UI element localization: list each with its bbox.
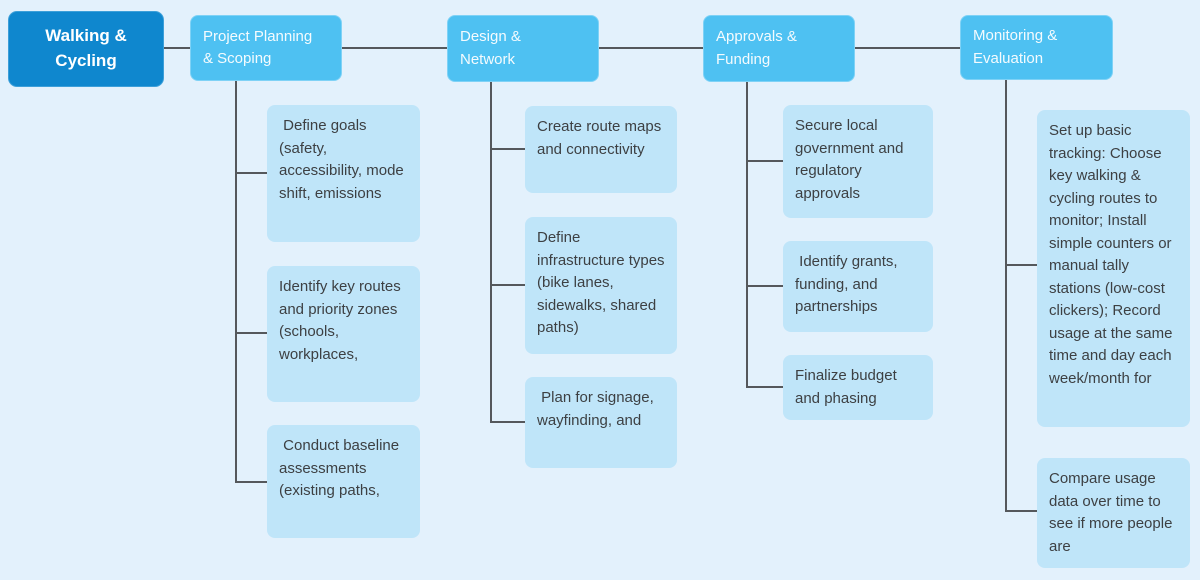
- phase-node-label: Approvals & Funding: [716, 28, 797, 68]
- phase-node-design-network: Design & Network: [447, 15, 599, 82]
- root-node-label: Walking & Cycling: [45, 26, 127, 70]
- child-node-text: Identify grants, funding, and partnershi…: [795, 253, 902, 315]
- connector-phase3-phase4: [855, 47, 960, 49]
- branch-stub: [235, 481, 267, 483]
- child-node-text: Plan for signage, wayfinding, and: [537, 389, 658, 429]
- child-node-text: Define infrastructure types (bike lanes,…: [537, 229, 669, 336]
- child-node-text: Define goals (safety, accessibility, mod…: [279, 117, 408, 202]
- child-node-basic-tracking: Set up basic tracking: Choose key walkin…: [1037, 110, 1190, 427]
- phase-node-project-planning: Project Planning & Scoping: [190, 15, 342, 81]
- child-node-define-goals: Define goals (safety, accessibility, mod…: [267, 105, 420, 242]
- branch-stub: [490, 284, 525, 286]
- phase-node-label: Monitoring & Evaluation: [973, 27, 1058, 67]
- branch-stub: [746, 285, 783, 287]
- phase-node-monitoring-evaluation: Monitoring & Evaluation: [960, 15, 1113, 80]
- connector-root-phase1: [164, 47, 191, 49]
- branch-stub: [235, 332, 267, 334]
- child-node-baseline-assessments: Conduct baseline assessments (existing p…: [267, 425, 420, 538]
- child-node-government-approvals: Secure local government and regulatory a…: [783, 105, 933, 218]
- branch-stub: [746, 386, 783, 388]
- connector-phase1-phase2: [342, 47, 447, 49]
- phase-node-label: Project Planning & Scoping: [203, 27, 313, 68]
- child-node-infrastructure-types: Define infrastructure types (bike lanes,…: [525, 217, 677, 354]
- child-node-text: Identify key routes and priority zones (…: [279, 278, 405, 363]
- phase-node-label: Design & Network: [460, 28, 521, 68]
- root-node: Walking & Cycling: [8, 11, 164, 87]
- child-node-identify-routes: Identify key routes and priority zones (…: [267, 266, 420, 402]
- child-node-text: Conduct baseline assessments (existing p…: [279, 437, 404, 499]
- child-node-text: Finalize budget and phasing: [795, 367, 901, 407]
- child-node-text: Create route maps and connectivity: [537, 118, 666, 158]
- branch-trunk-phase4: [1005, 80, 1007, 512]
- child-node-budget-phasing: Finalize budget and phasing: [783, 355, 933, 420]
- branch-stub: [1005, 510, 1037, 512]
- child-node-text: Compare usage data over time to see if m…: [1049, 470, 1177, 555]
- child-node-compare-usage: Compare usage data over time to see if m…: [1037, 458, 1190, 568]
- child-node-grants-funding: Identify grants, funding, and partnershi…: [783, 241, 933, 332]
- branch-stub: [490, 421, 525, 423]
- child-node-signage-wayfinding: Plan for signage, wayfinding, and: [525, 377, 677, 468]
- branch-stub: [1005, 264, 1037, 266]
- branch-trunk-phase1: [235, 81, 237, 483]
- child-node-route-maps: Create route maps and connectivity: [525, 106, 677, 193]
- branch-trunk-phase3: [746, 81, 748, 388]
- connector-phase2-phase3: [599, 47, 703, 49]
- branch-trunk-phase2: [490, 81, 492, 423]
- branch-stub: [490, 148, 525, 150]
- phase-node-approvals-funding: Approvals & Funding: [703, 15, 855, 82]
- child-node-text: Set up basic tracking: Choose key walkin…: [1049, 122, 1177, 387]
- child-node-text: Secure local government and regulatory a…: [795, 117, 908, 202]
- branch-stub: [746, 160, 783, 162]
- branch-stub: [235, 172, 267, 174]
